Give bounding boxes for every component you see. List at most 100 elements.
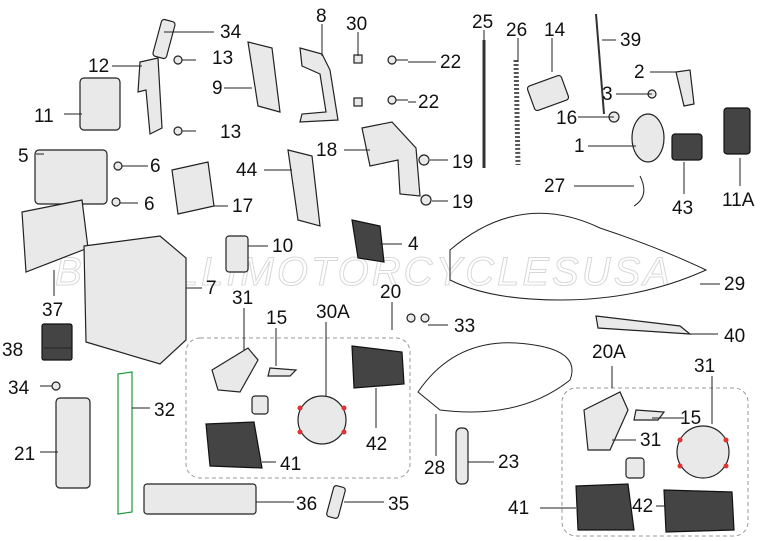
callout-31-group20: 31 — [232, 288, 253, 309]
callout-30a: 31 — [694, 356, 715, 377]
part-6-screws — [111, 161, 123, 207]
callout-labels: 34 12 13 11 9 13 8 30 22 22 25 26 14 39 … — [2, 6, 755, 519]
part-40-bar — [595, 315, 692, 335]
part-2-bracket — [675, 69, 695, 107]
callout-26: 27 — [544, 176, 565, 197]
part-32-sheet — [117, 371, 133, 515]
callout-21: 21 — [14, 444, 35, 465]
part-4-clamp — [351, 219, 385, 263]
callout-42-group20: 42 — [366, 434, 387, 455]
callout-19-top: 19 — [452, 152, 473, 173]
callout-35: 34 — [8, 378, 30, 399]
part-36-plate — [143, 483, 257, 515]
callout-20: 20 — [380, 282, 401, 303]
part-18-bracket — [361, 121, 421, 197]
callout-22-top: 22 — [440, 52, 461, 73]
part-35-screw — [51, 381, 61, 391]
ignition-group-box-20a — [561, 387, 749, 537]
callout-34-top: 34 — [220, 22, 242, 43]
part-21-holder — [55, 397, 91, 489]
part-28-wire-harness — [449, 212, 708, 301]
callout-17: 17 — [232, 196, 253, 217]
callout-9: 9 — [212, 78, 223, 99]
callout-15-group20: 15 — [266, 308, 287, 329]
callout-7: 7 — [206, 278, 217, 299]
part-15-key — [267, 367, 298, 377]
part-30-fuel-cap — [297, 395, 347, 445]
callout-19-bottom: 19 — [452, 192, 473, 213]
callout-43: 43 — [672, 198, 693, 219]
callout-22-bottom: 22 — [418, 92, 439, 113]
ignition-group-box-20 — [185, 337, 411, 479]
callout-16: 16 — [556, 108, 577, 129]
callout-42-group20a: 42 — [632, 496, 653, 517]
callout-33: 33 — [454, 316, 475, 337]
part-7-battery — [83, 235, 187, 365]
callout-14: 14 — [544, 20, 566, 41]
part-10-connector — [225, 235, 249, 273]
part-39-cable-tie — [595, 13, 605, 115]
callout-20a: 20A — [592, 342, 626, 363]
part-34-clip-top — [152, 18, 176, 60]
part-9-connector — [247, 41, 281, 113]
part-23-strap — [455, 427, 469, 485]
part-lock-cylinder-20a — [625, 457, 645, 479]
part-14-flasher-relay — [526, 74, 570, 112]
part-17-cover — [171, 161, 215, 215]
callout-27: 28 — [424, 458, 445, 479]
callout-10: 10 — [272, 236, 293, 257]
part-5-regulator — [34, 149, 108, 205]
part-42-lock-plate — [351, 345, 405, 389]
callout-44: 44 — [236, 160, 258, 181]
callout-8: 8 — [316, 6, 327, 27]
part-31-ignition-switch-20a — [583, 391, 629, 451]
callout-5: 5 — [18, 146, 29, 167]
part-22-screws — [387, 55, 408, 105]
callout-3: 3 — [602, 84, 613, 105]
callout-6-top: 6 — [150, 156, 161, 177]
callout-28: 29 — [724, 274, 745, 295]
callout-11a: 11A — [722, 190, 755, 211]
part-29-nuts — [353, 54, 363, 107]
callout-24: 25 — [472, 12, 493, 33]
callout-13-bottom: 13 — [220, 122, 241, 143]
part-1-horn — [631, 113, 665, 163]
callout-40: 40 — [724, 326, 745, 347]
callout-18: 18 — [316, 140, 337, 161]
part-33-screws — [406, 313, 430, 323]
callout-6-bottom: 6 — [144, 194, 155, 215]
part-8-bracket — [299, 47, 339, 123]
part-11a-module — [723, 107, 751, 155]
callout-25: 26 — [506, 20, 527, 41]
callout-30: 30A — [316, 302, 350, 323]
callout-41-group20a: 41 — [508, 498, 529, 519]
callout-4: 4 — [408, 234, 419, 255]
part-19-nuts — [418, 154, 432, 206]
callout-39: 39 — [620, 30, 641, 51]
part-43-box — [671, 133, 703, 161]
callout-36: 36 — [296, 494, 317, 515]
callout-31-group20a: 31 — [640, 430, 661, 451]
callout-12: 12 — [88, 56, 109, 77]
fuel-cap-bolts — [297, 405, 729, 469]
callout-32: 32 — [154, 400, 175, 421]
part-44-connector — [287, 149, 321, 227]
part-34-clip-bottom — [326, 485, 346, 519]
part-11-relay — [79, 77, 121, 131]
part-30a-fuel-cap — [676, 425, 730, 479]
part-13-bolts — [173, 55, 196, 136]
part-26-wire — [633, 175, 645, 207]
callout-23: 23 — [498, 452, 519, 473]
part-27-wire-harness — [417, 342, 573, 413]
callout-38: 38 — [2, 340, 23, 361]
part-25-spring-rod — [513, 59, 521, 166]
callout-41-group20: 41 — [280, 454, 301, 475]
callout-11: 11 — [34, 106, 54, 127]
part-41-seat-lock-20a — [575, 483, 635, 531]
callout-15-group20a: 15 — [680, 408, 701, 429]
callout-34-bottom: 35 — [388, 494, 409, 515]
callout-1: 1 — [574, 136, 585, 157]
part-41-seat-lock — [205, 421, 263, 469]
callout-2: 2 — [634, 62, 645, 83]
